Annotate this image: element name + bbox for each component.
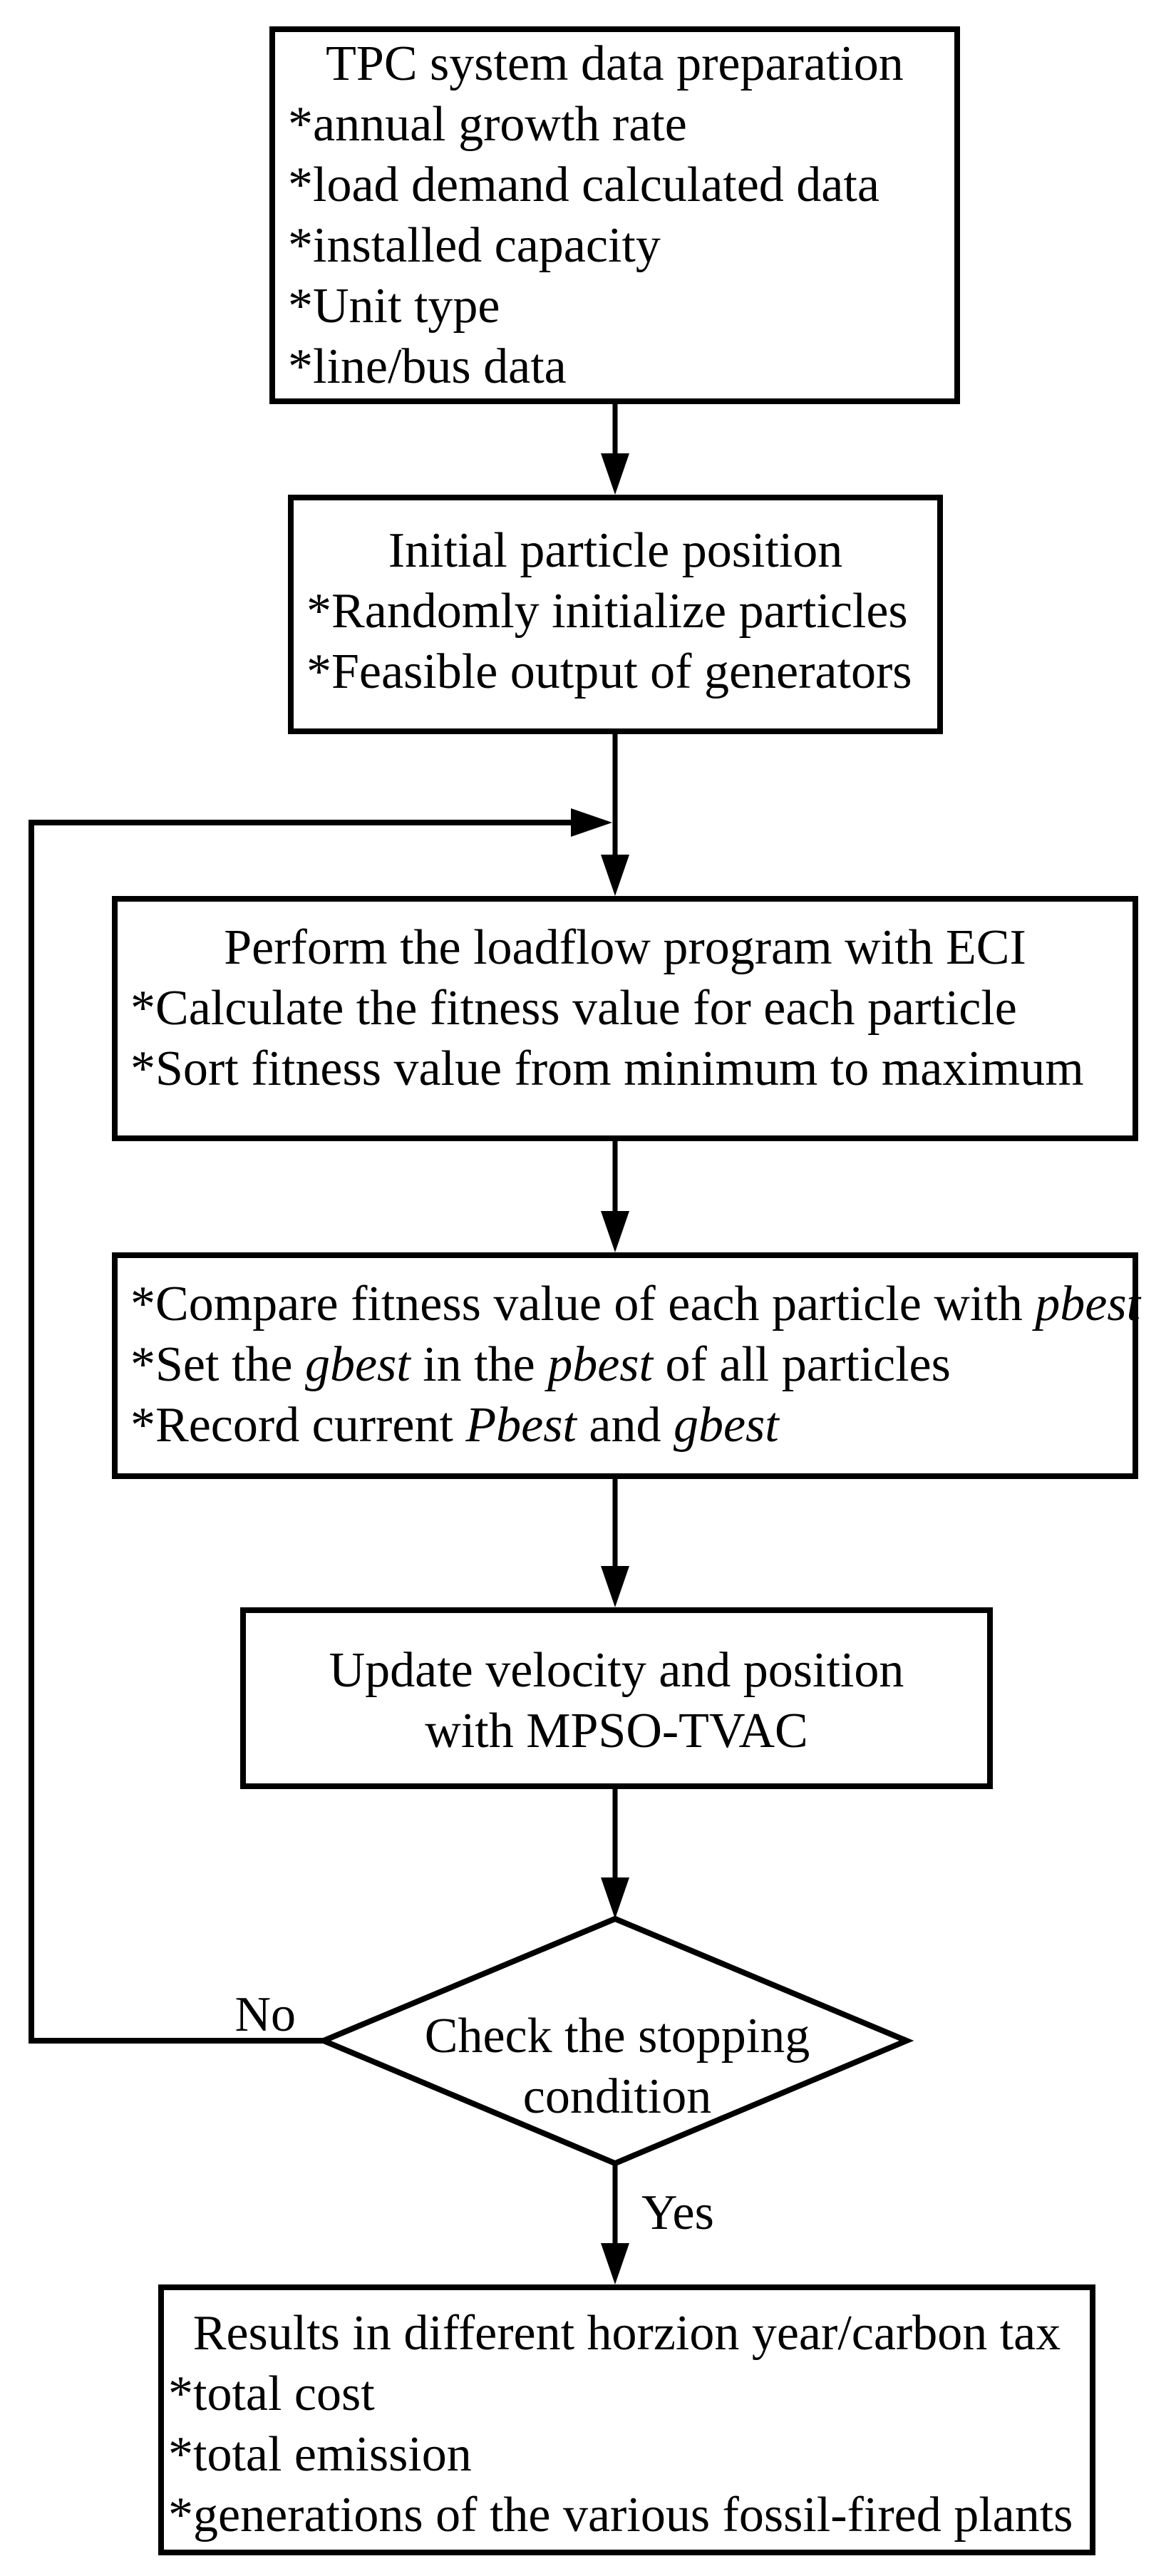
box-title: TPC system data preparation (326, 36, 904, 91)
arrow-prep-to-init (601, 399, 629, 495)
feedback-loop-line (29, 820, 572, 2044)
decision-label-line: Check the stopping (424, 2009, 810, 2064)
decision-label: Check the stopping condition (332, 2006, 902, 2127)
box-title: Update velocity and position (329, 1643, 904, 1698)
label-no: No (234, 1987, 296, 2042)
process-box-compare-pbest-gbest: *Compare fitness value of each particle … (112, 1252, 1141, 1479)
process-box-loadflow-eci: Perform the loadflow program with ECI *C… (112, 896, 1138, 1141)
box-item: *Compare fitness value of each particle … (130, 1277, 1141, 1331)
box-item: *installed capacity (288, 218, 661, 273)
box-item: *Record current Pbest and gbest (130, 1398, 779, 1453)
arrow-compare-to-update (601, 1473, 629, 1607)
box-title: Perform the loadflow program with ECI (224, 920, 1026, 975)
process-box-initial-particle-position: Initial particle position *Randomly init… (288, 495, 943, 734)
arrow-loadflow-to-compare (601, 1135, 629, 1252)
box-item: *Sort fitness value from minimum to maxi… (130, 1041, 1084, 1096)
process-box-update-mpso-tvac: Update velocity and position with MPSO-T… (240, 1607, 993, 1789)
box-item: *Randomly initialize particles (306, 584, 908, 639)
process-box-tpc-data-preparation: TPC system data preparation *annual grow… (269, 26, 960, 404)
box-item: *annual growth rate (288, 97, 687, 152)
decision-diamond-shape (316, 1915, 914, 2167)
process-box-results: Results in different horzion year/carbon… (158, 2284, 1095, 2555)
arrow-decision-to-results (601, 2163, 629, 2284)
box-title: Initial particle position (388, 523, 843, 578)
box-title: with MPSO-TVAC (425, 1704, 808, 1758)
box-item: *total emission (168, 2427, 472, 2482)
box-item: *Set the gbest in the pbest of all parti… (130, 1337, 951, 1392)
box-item: *Feasible output of generators (306, 644, 912, 699)
arrow-update-to-decision (601, 1783, 629, 1919)
box-item: *total cost (168, 2366, 375, 2421)
box-title: Results in different horzion year/carbon… (192, 2306, 1061, 2361)
label-yes: Yes (641, 2185, 714, 2240)
feedback-arrowhead-icon (571, 808, 612, 837)
box-item: *Calculate the fitness value for each pa… (130, 981, 1017, 1036)
box-item: *line/bus data (288, 339, 567, 394)
box-item: *load demand calculated data (288, 158, 879, 212)
box-item: *Unit type (288, 279, 500, 334)
box-item: *generations of the various fossil-fired… (168, 2488, 1073, 2542)
arrow-init-to-loadflow (601, 728, 629, 896)
decision-label-line: condition (522, 2069, 712, 2124)
